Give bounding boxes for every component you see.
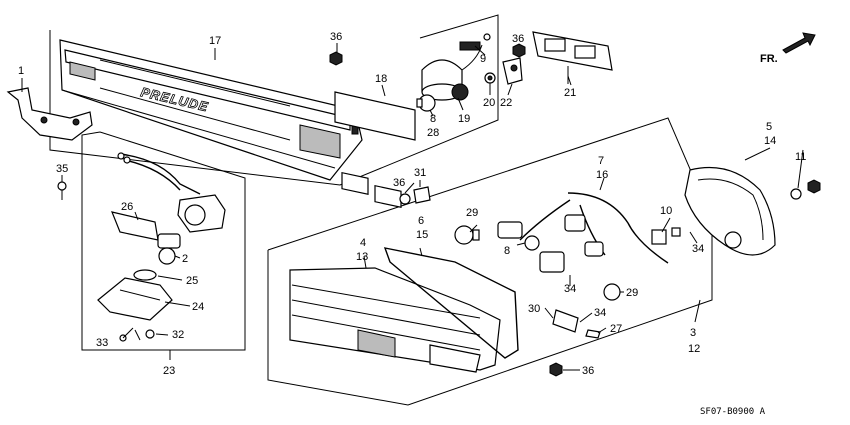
callout-c21: 21 [564,87,576,99]
license-light-lens [334,91,416,208]
license-light-frame [81,131,246,351]
rear-garnish: PRELUDE [59,39,363,181]
callout-c30: 30 [528,303,540,315]
callout-c8a: 8 [430,113,436,125]
bulb-28 [416,94,436,112]
screw-33 [119,327,134,342]
connector-10 [651,227,681,245]
screw-35 [57,181,67,200]
callout-c27: 27 [610,323,622,335]
callout-c29b: 29 [626,287,638,299]
callout-c20: 20 [483,97,495,109]
callout-c34c: 34 [594,307,606,319]
callout-c15: 15 [416,229,428,241]
callout-c6: 6 [418,215,424,227]
nut-36-bottom [549,362,563,377]
callout-c11: 11 [795,151,806,163]
callout-c36c: 36 [393,177,405,189]
bracket-22 [502,57,523,85]
bulb-29-left [454,225,480,245]
callout-c2: 2 [182,253,188,265]
tail-light-gasket [383,247,519,359]
connector-9 [459,33,491,51]
callout-c3: 3 [690,327,696,339]
callout-c12: 12 [688,343,700,355]
callout-c31: 31 [414,167,426,179]
clip-27 [585,329,601,339]
callout-c10: 10 [660,205,672,217]
callout-c32: 32 [172,329,184,341]
callout-c13: 13 [356,251,368,263]
callout-c29a: 29 [466,207,478,219]
callout-c22: 22 [500,97,512,109]
callout-c1: 1 [18,65,24,77]
callout-c26: 26 [121,201,133,213]
tail-light-lens [289,267,501,373]
callout-c28: 28 [427,127,439,139]
callout-c34a: 34 [692,243,704,255]
clip-20 [484,72,496,84]
garnish-bracket [6,87,93,141]
back-cover [684,166,776,256]
callout-c36d: 36 [582,365,594,377]
clip-31 [413,186,431,204]
socket-19 [421,44,483,101]
diagram-code: SF07-B0900 A [700,407,766,417]
nut-36-upper-right [512,43,526,58]
callout-c9: 9 [480,53,486,65]
callout-c36a: 36 [330,31,342,43]
callout-c19: 19 [458,113,470,125]
bulb-29-right [603,283,621,301]
callout-c23: 23 [163,365,175,377]
bulb-8-right [524,235,540,251]
callout-c7: 7 [598,155,604,167]
nut-36-mid [399,193,411,205]
callout-c25: 25 [186,275,198,287]
callout-c24: 24 [192,301,204,313]
callout-c16: 16 [596,169,608,181]
license-light-assembly [97,152,226,321]
callout-c35: 35 [56,163,68,175]
connector-30 [552,309,579,333]
callout-c33: 33 [96,337,108,349]
screw-32 [145,329,155,339]
callout-c14: 14 [764,135,776,147]
callout-c36b: 36 [512,33,524,45]
front-direction-arrow: FR. [760,32,816,65]
lamp-21 [532,31,613,84]
callout-c4: 4 [360,237,366,249]
callout-c18: 18 [375,73,387,85]
nut-36-top [329,51,343,66]
taillight-frame [267,117,713,406]
nut-11 [790,179,821,200]
leader-lines [21,43,804,371]
callout-c5: 5 [766,121,772,133]
callout-c17: 17 [209,35,221,47]
callout-c8b: 8 [504,245,510,257]
callout-c34b: 34 [564,283,576,295]
wire-harness-7 [497,192,669,273]
direction-label: FR. [760,53,778,65]
